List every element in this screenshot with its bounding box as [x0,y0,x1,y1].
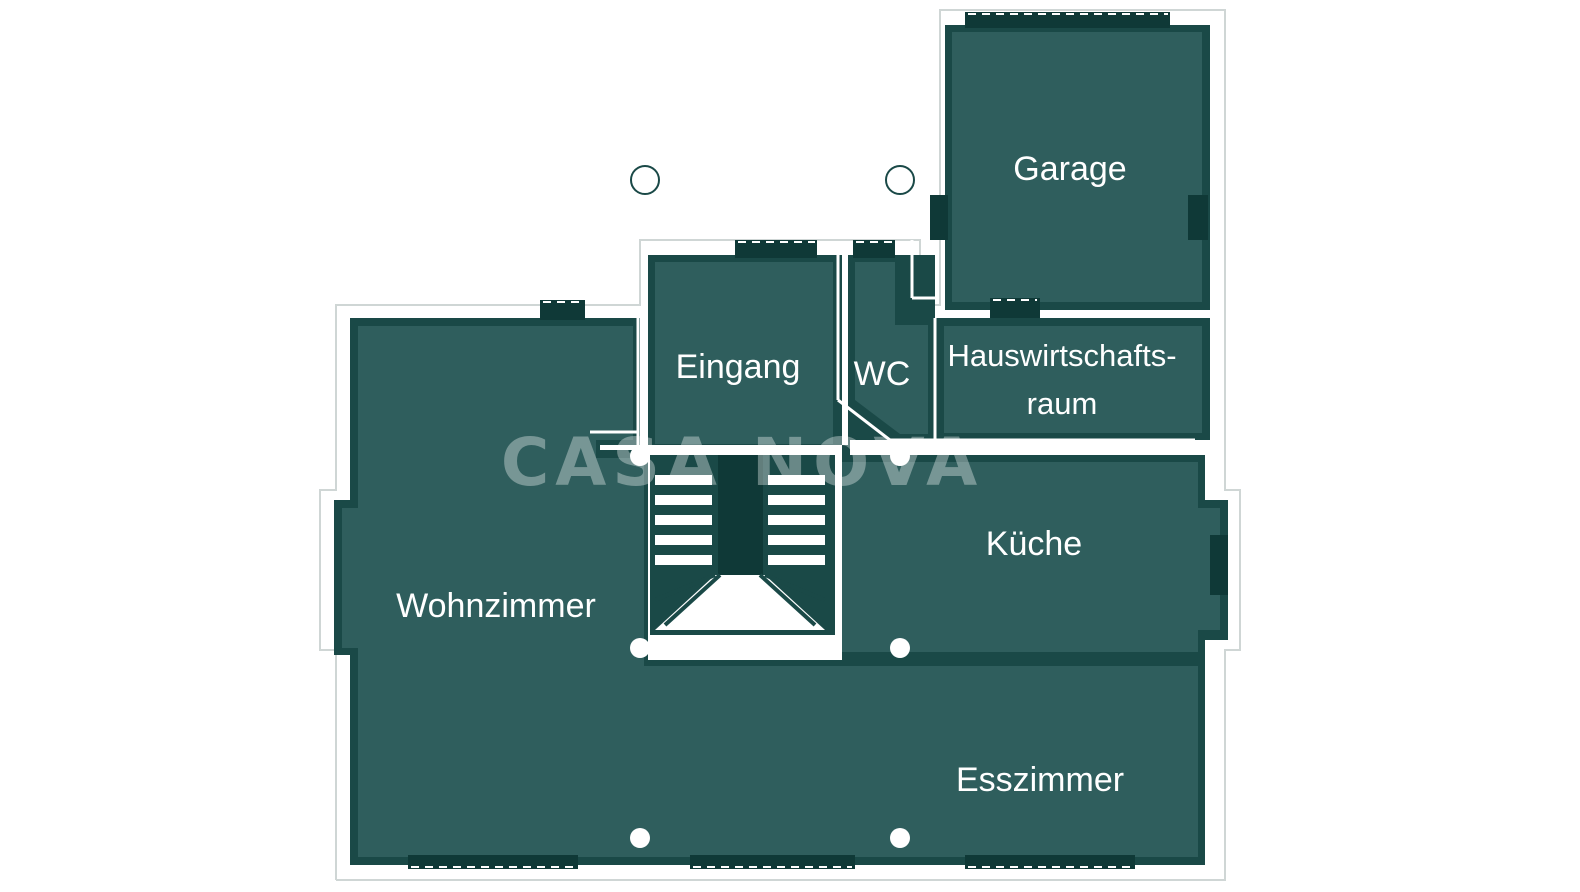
label-wohnzimmer: Wohnzimmer [396,587,596,625]
label-kueche: Küche [986,525,1082,563]
room-fills [342,32,1220,857]
exterior-columns [630,165,915,195]
label-eingang: Eingang [676,348,801,386]
room-hauswirtschaftsraum [944,326,1202,433]
label-hauswirtschaft-line2: raum [1027,386,1098,421]
label-wc: WC [854,355,911,393]
room-wc [855,262,928,434]
partition-lines [590,240,1195,445]
window-dashes [411,13,1168,868]
room-garage [952,32,1202,302]
watermark: CASA NOVA [501,424,983,501]
windows [408,12,1228,869]
room-wohnzimmer-esszimmer [342,326,1198,857]
interior-columns [630,446,910,848]
staircase [650,455,835,635]
label-garage: Garage [1013,150,1126,188]
label-esszimmer: Esszimmer [956,761,1124,799]
room-eingang [655,262,833,444]
room-kueche [842,462,1220,652]
label-hauswirtschaft-line1: Hauswirtschafts- [947,338,1176,373]
